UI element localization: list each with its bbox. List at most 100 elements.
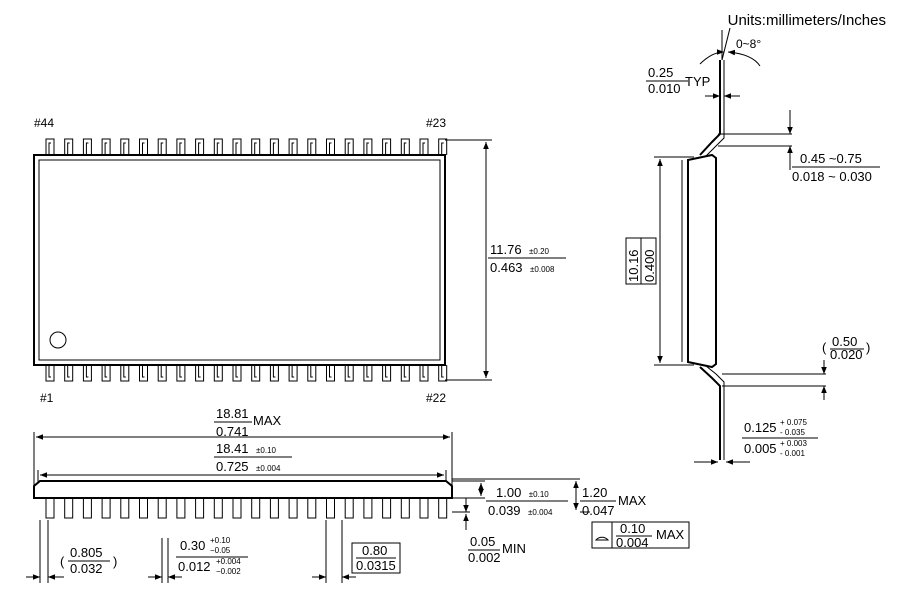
pin-top [195,138,205,155]
body-width-in: 0.400 [642,249,657,282]
body-in: 0.725 ±0.004 [216,458,281,475]
pin-bottom [120,365,130,382]
pin-top [157,138,167,155]
lead-front [64,498,74,519]
package-body-side [687,153,717,369]
lead-thickness-in: 0.010 [648,81,681,96]
pin-bottom [176,365,186,382]
pin-top [326,138,335,155]
pin-top [400,138,410,155]
lead-front [195,498,205,519]
pin-top [382,138,392,155]
lead-front [251,498,261,519]
body-width-mm: 10.16 [626,249,641,282]
pin-bottom [288,365,298,382]
lead-front [363,498,373,519]
pin1-marker [49,331,67,349]
pin-bottom [400,365,410,382]
lead-front [45,498,55,519]
lead-front [400,498,410,519]
lead-thickness-mm: 0.25 [648,65,673,80]
lead-t-in-plus: + 0.003 [780,439,807,448]
standoff-suffix: MIN [502,541,526,556]
gauge-in: 0.020 [830,347,863,362]
foot-mm: 0.45 ~0.75 [800,151,862,166]
side-view: 0~8° 0.25 0.010 TYP 0.45 ~0.75 0.018 ~ 0… [625,27,880,465]
pin-top [213,138,223,155]
pitch-mm: 0.80 [362,543,387,558]
flatness-suffix: MAX [656,527,685,542]
pin-bottom [213,365,223,382]
lead-w-in-plus: +0.004 [216,557,241,566]
lead-w-in-minus: −0.002 [216,567,241,576]
pin-bottom [232,365,242,382]
pin-top [344,138,354,155]
body-mm: 18.41 ±0.10 [216,440,277,457]
pin-1-label: #1 [40,391,54,405]
foot-in: 0.018 ~ 0.030 [792,169,872,184]
pin-top [176,138,186,155]
pin-top [101,138,111,155]
pin-top [64,138,74,155]
lead-front [139,498,148,519]
pin-top [120,138,130,155]
pin-top [419,138,429,155]
lead-t-mm-plus: + 0.075 [780,418,807,427]
pin-top [307,138,317,155]
lead-top [699,60,721,156]
max-height-mm: 1.20 [582,485,607,500]
lead-t-in: 0.005 [744,441,777,456]
pin-bottom [419,365,429,382]
front-view: 18.81 0.741 MAX 18.41 ±0.10 0.725 ±0.004… [26,406,690,583]
lead-t-mm-minus: - 0.035 [780,428,805,437]
end-close: ) [113,554,117,569]
lead-top-inner [705,60,725,157]
pin-bottom [82,365,92,382]
lead-front [269,498,279,519]
lead-front [326,498,335,519]
angle-ref-line [721,27,731,61]
lead-front [82,498,92,519]
lead-front [101,498,111,519]
package-body-front [33,480,453,499]
end-open: ( [60,554,65,569]
pin-top [251,138,261,155]
pin-bottom [382,365,392,382]
pin-23-label: #23 [426,116,446,130]
height-in: 0.039 ±0.004 [488,502,553,519]
lead-t-mm: 0.125 [744,420,777,435]
pin-22-label: #22 [426,391,446,405]
pin-top [232,138,242,155]
overall-suffix: MAX [253,413,282,428]
angle-arrow-left [699,49,725,65]
lead-t-in-minus: - 0.001 [780,449,805,458]
pin-bottom [251,365,261,382]
pin-bottom [438,365,448,382]
flatness-in: 0.004 [616,535,649,550]
angle-label: 0~8° [736,37,761,51]
top-pin-row-lower [45,365,448,382]
lead-thickness-suffix: TYP [685,74,710,89]
standoff-in: 0.002 [468,550,501,565]
lead-front [213,498,223,519]
end-in: 0.032 [70,561,103,576]
pin-top [363,138,373,155]
flatness-box [591,521,690,549]
pin-top [139,138,148,155]
pin-bottom [64,365,74,382]
pin-top [45,138,55,155]
pin-bottom [269,365,279,382]
end-mm: 0.805 [70,545,103,560]
gauge-mm: 0.50 [832,334,857,349]
lead-w-mm-plus: +0.10 [210,536,231,545]
lead-front [438,498,448,519]
lead-front [382,498,392,519]
width-in-value: 0.463 ±0.008 [490,259,555,276]
pin-top [288,138,298,155]
lead-w-in: 0.012 [178,559,211,574]
standoff-mm: 0.05 [470,534,495,549]
height-mm: 1.00 ±0.10 [496,484,549,501]
pin-bottom [139,365,148,382]
pitch-in: 0.0315 [356,558,396,573]
